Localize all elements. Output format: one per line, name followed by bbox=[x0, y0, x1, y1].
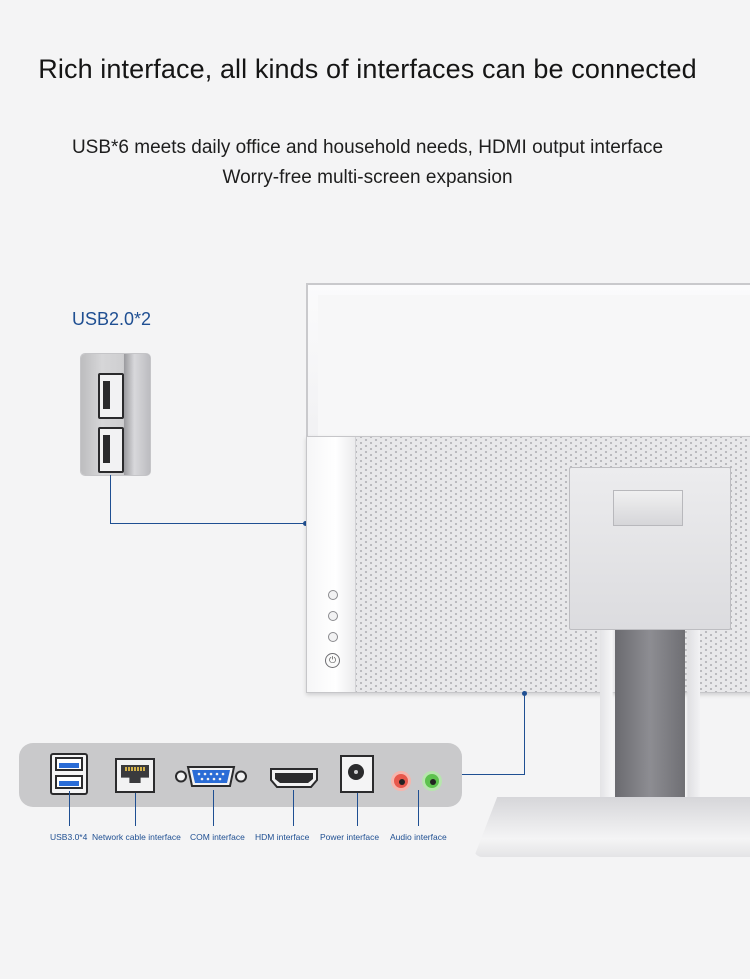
hdmi-label: HDM interface bbox=[255, 832, 310, 842]
port-tick bbox=[69, 791, 70, 826]
stand-base bbox=[474, 797, 750, 857]
callout-line bbox=[524, 694, 525, 775]
power-button-icon: ⏻ bbox=[325, 653, 340, 668]
port-tick bbox=[293, 790, 294, 826]
subtitle-line-2: Worry-free multi-screen expansion bbox=[222, 167, 513, 188]
side-usb-label: USB2.0*2 bbox=[72, 309, 152, 329]
usb3-label: USB3.0*4 bbox=[50, 832, 88, 842]
callout-line bbox=[110, 475, 111, 524]
audio-jack-icon bbox=[422, 771, 442, 791]
network-label: Network cable interface bbox=[92, 832, 181, 842]
power-jack-icon bbox=[340, 755, 374, 793]
menu-button-icon bbox=[328, 632, 338, 642]
side-usb-closeup bbox=[81, 354, 150, 475]
audio-jack-icon bbox=[391, 771, 411, 791]
stand-handle bbox=[613, 490, 683, 526]
usb2-port-icon bbox=[98, 427, 124, 473]
hdmi-port-icon bbox=[270, 768, 318, 788]
usb2-port-icon bbox=[98, 373, 124, 419]
closeup-edge bbox=[124, 354, 150, 475]
power-label: Power interface bbox=[320, 832, 380, 842]
monitor-screen bbox=[306, 283, 750, 442]
callout-line bbox=[462, 774, 525, 775]
menu-button-icon bbox=[328, 590, 338, 600]
port-tick bbox=[135, 793, 136, 826]
callout-dot bbox=[303, 521, 308, 526]
usb3-port-icon bbox=[50, 753, 88, 795]
com-label: COM interface bbox=[190, 832, 245, 842]
usb3-slot bbox=[55, 775, 83, 789]
port-tick bbox=[357, 793, 358, 826]
port-tick bbox=[418, 790, 419, 826]
callout-dot bbox=[522, 691, 527, 696]
callout-line bbox=[110, 523, 306, 524]
subtitle-line-1: USB*6 meets daily office and household n… bbox=[71, 137, 664, 158]
io-port-bar bbox=[19, 743, 462, 807]
com-port-icon bbox=[175, 764, 247, 789]
screen-inner bbox=[318, 295, 750, 442]
audio-label: Audio interface bbox=[390, 832, 447, 842]
side-button-strip: ⏻ bbox=[307, 437, 356, 692]
ethernet-port-icon bbox=[115, 758, 155, 793]
port-tick bbox=[213, 790, 214, 826]
usb3-slot bbox=[55, 757, 83, 771]
menu-button-icon bbox=[328, 611, 338, 621]
page-title: Rich interface, all kinds of interfaces … bbox=[38, 54, 697, 84]
